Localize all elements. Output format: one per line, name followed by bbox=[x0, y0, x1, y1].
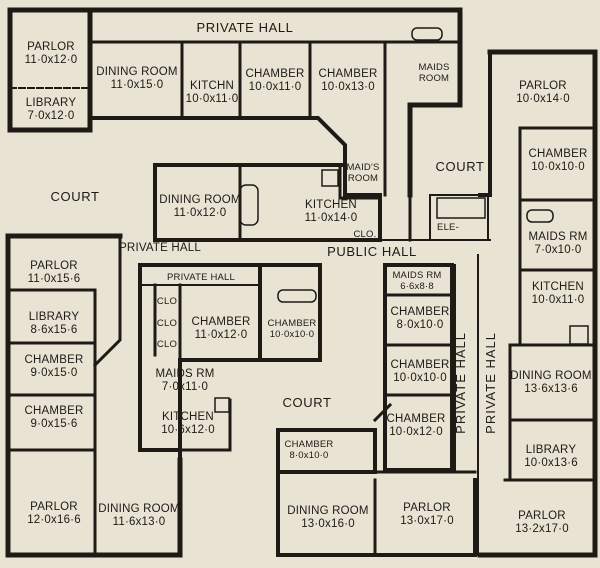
label-chamber-r1: CHAMBER 10·0x10·0 bbox=[528, 148, 588, 173]
label-court-bottom: COURT bbox=[282, 395, 332, 410]
wall-right-center-partitions bbox=[372, 293, 454, 423]
label-clo-1: CLO bbox=[156, 296, 178, 307]
label-library-l: LIBRARY 8·6x15·6 bbox=[28, 311, 80, 336]
wall-center-right bbox=[258, 263, 322, 362]
label-parlor-bl: PARLOR 12·0x16·6 bbox=[27, 501, 81, 526]
label-private-hall-vert-1: PRIVATE HALL bbox=[453, 332, 468, 434]
bathtub-right bbox=[526, 209, 554, 223]
wall-right-center bbox=[383, 263, 454, 472]
label-library-tl: LIBRARY 7·0x12·0 bbox=[25, 97, 77, 122]
label-chamber-bc2: CHAMBER 10·0x10·0 bbox=[390, 359, 450, 384]
label-clo-3: CLO bbox=[156, 339, 178, 350]
label-dining-bl: DINING ROOM 11·6x13·0 bbox=[98, 503, 180, 528]
label-chamber-l2: CHAMBER 9·0x15·6 bbox=[24, 405, 84, 430]
label-private-hall-top: PRIVATE HALL bbox=[196, 20, 294, 35]
label-chamber-top1: CHAMBER 10·0x11·0 bbox=[245, 68, 305, 93]
wall-left-partitions bbox=[6, 288, 97, 452]
label-chamber-bc3: CHAMBER 10·0x12·0 bbox=[386, 413, 446, 438]
label-kitchen-r: KITCHEN 10·0x11·0 bbox=[531, 281, 585, 306]
label-parlor-tl: PARLOR 11·0x12·0 bbox=[24, 41, 78, 66]
label-chamber-bc1: CHAMBER 8·0x10·0 bbox=[390, 306, 450, 331]
wall-private-hall-columns bbox=[454, 254, 479, 556]
label-maids-room-mid: MAID'S ROOM bbox=[346, 162, 380, 184]
label-maids-rm-bc: MAIDS RM 6·6x8·8 bbox=[392, 270, 442, 292]
label-private-hall-left: PRIVATE HALL bbox=[119, 242, 201, 254]
stair-box bbox=[436, 197, 486, 219]
label-parlor-tr: PARLOR 10·0x14·0 bbox=[516, 80, 570, 105]
wall-top-left-block bbox=[7, 7, 93, 133]
label-kitchen-c: KITCHEN 10·6x12·0 bbox=[161, 411, 215, 436]
bathtub-mid bbox=[239, 184, 259, 226]
label-maids-rm-c: MAIDS RM 7·0x11·0 bbox=[155, 368, 215, 393]
wall-left-diagonal bbox=[92, 234, 122, 368]
label-kitchen-mid: KITCHEN 11·0x14·0 bbox=[304, 199, 358, 224]
label-parlor-b: PARLOR 13·0x17·0 bbox=[400, 502, 454, 527]
label-private-hall-vert-2: PRIVATE HALL bbox=[483, 332, 498, 434]
label-court-left: COURT bbox=[50, 189, 100, 204]
label-maids-rm-r: MAIDS RM 7·0x10·0 bbox=[528, 231, 588, 256]
wall-top-partitions bbox=[180, 40, 387, 197]
chimney-3 bbox=[214, 397, 230, 413]
label-chamber-c1: CHAMBER 11·0x12·0 bbox=[191, 316, 251, 341]
label-maids-room-top: MAIDS ROOM bbox=[418, 62, 450, 84]
label-dining-mid: DINING ROOM 11·0x12·0 bbox=[159, 194, 241, 219]
label-public-hall: PUBLIC HALL bbox=[327, 244, 417, 259]
label-chamber-top2: CHAMBER 10·0x13·0 bbox=[318, 68, 378, 93]
wall-right-partitions bbox=[503, 126, 597, 482]
wall-top-block bbox=[87, 7, 463, 198]
chimney-1 bbox=[321, 169, 339, 187]
wall-right-block bbox=[477, 49, 598, 558]
label-chamber-c2: CHAMBER 10·0x10·0 bbox=[267, 318, 317, 340]
label-ele: ELE- bbox=[437, 222, 459, 233]
bathtub-top bbox=[411, 27, 443, 41]
label-parlor-l: PARLOR 11·0x15·6 bbox=[27, 260, 81, 285]
wall-center-partitions bbox=[138, 283, 232, 452]
chimney-2 bbox=[569, 325, 589, 345]
label-dining-b: DINING ROOM 13·0x16·0 bbox=[287, 505, 369, 530]
label-parlor-br: PARLOR 13·2x17·0 bbox=[515, 510, 569, 535]
label-clo-mid: CLO. bbox=[353, 229, 377, 240]
label-dining-br: DINING ROOM 13·6x13·6 bbox=[510, 370, 592, 395]
bathtub-center bbox=[277, 289, 317, 303]
label-kitchen-top: KITCHN 10·0x11·0 bbox=[185, 80, 239, 105]
wall-top-rooms-south bbox=[88, 116, 382, 197]
label-dining-top: DINING ROOM 11·0x15·0 bbox=[96, 66, 178, 91]
label-private-hall-inner: PRIVATE HALL bbox=[166, 272, 236, 283]
label-library-br: LIBRARY 10·0x13·6 bbox=[524, 444, 578, 469]
label-chamber-b1: CHAMBER 8·0x10·0 bbox=[284, 439, 334, 461]
label-chamber-l1: CHAMBER 9·0x15·0 bbox=[24, 354, 84, 379]
fixtures bbox=[214, 27, 589, 413]
label-clo-2: CLO bbox=[156, 318, 178, 329]
walls bbox=[5, 7, 598, 558]
label-court-right: COURT bbox=[435, 159, 485, 174]
